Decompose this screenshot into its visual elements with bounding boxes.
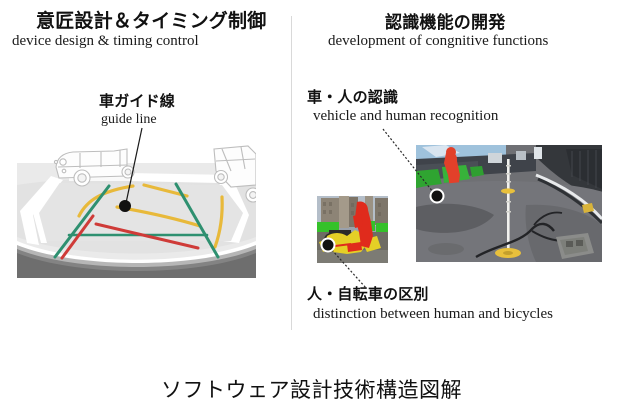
guide-line-diagram-svg — [17, 145, 256, 278]
bicycle-segmentation-svg — [317, 196, 388, 263]
right-column-heading-en: development of congnitive functions — [328, 33, 549, 49]
car-outline-right — [213, 145, 256, 203]
car-outline-left — [53, 148, 135, 187]
annotation-label-bicycle-distinction-jp: 人・自転車の区別 — [307, 285, 429, 303]
calibration-pole — [507, 159, 510, 255]
leader-line-guide-line — [125, 127, 143, 204]
leader-dot-vehicle-human — [429, 188, 445, 204]
annotation-label-vehicle-human-en: vehicle and human recognition — [313, 108, 499, 124]
fisheye-photo-svg — [416, 145, 602, 262]
column-divider — [291, 16, 292, 330]
annotation-label-bicycle-distinction-en: distinction between human and bicycles — [313, 306, 553, 322]
leader-dot-guide-line — [119, 200, 131, 212]
leader-dot-bicycle-distinction — [320, 237, 336, 253]
annotation-label-guide-line-en: guide line — [101, 112, 157, 127]
left-column-heading-jp: 意匠設計＆タイミング制御 — [36, 10, 267, 32]
leader-line-vehicle-human — [382, 128, 434, 193]
parking-guide-lines — [53, 182, 224, 260]
annotation-label-vehicle-human-jp: 車・人の認識 — [307, 88, 399, 106]
right-column-heading-jp: 認識機能の開発 — [385, 13, 506, 33]
annotation-label-guide-line-jp: 車ガイド線 — [99, 92, 176, 110]
figure-caption: ソフトウェア設計技術構造図解 — [161, 378, 462, 402]
bicycle-segmentation-photo — [317, 196, 388, 263]
fisheye-recognition-photo — [416, 145, 602, 262]
metal-plate — [556, 233, 594, 259]
leader-line-bicycle-distinction — [331, 249, 367, 289]
rear-camera-guide-line-illustration — [17, 145, 256, 278]
left-column-heading-en: device design & timing control — [12, 33, 199, 49]
